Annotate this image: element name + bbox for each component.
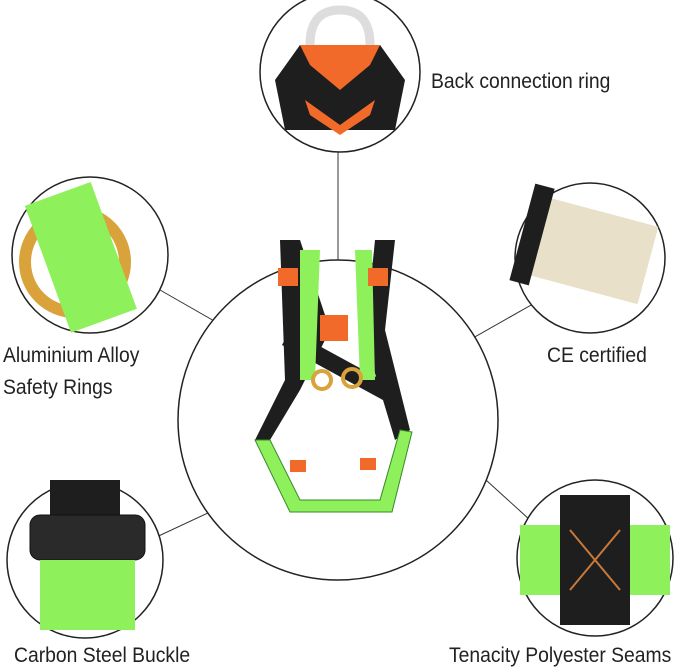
center-harness (177, 240, 499, 581)
label-ce-certified: CE certified (547, 344, 647, 367)
label-alloy-rings-line1: Aluminium Alloy (3, 344, 140, 367)
alloy-ring-detail (11, 176, 169, 334)
back-ring-detail (259, 0, 421, 153)
label-back-connection-ring: Back connection ring (431, 70, 611, 93)
seams-detail (516, 479, 674, 637)
buckle-detail (6, 480, 164, 639)
label-carbon-steel-buckle: Carbon Steel Buckle (14, 644, 191, 667)
ce-label-detail (509, 182, 666, 334)
label-alloy-rings-line2: Safety Rings (3, 376, 113, 399)
label-polyester-seams: Tenacity Polyester Seams (449, 644, 672, 667)
